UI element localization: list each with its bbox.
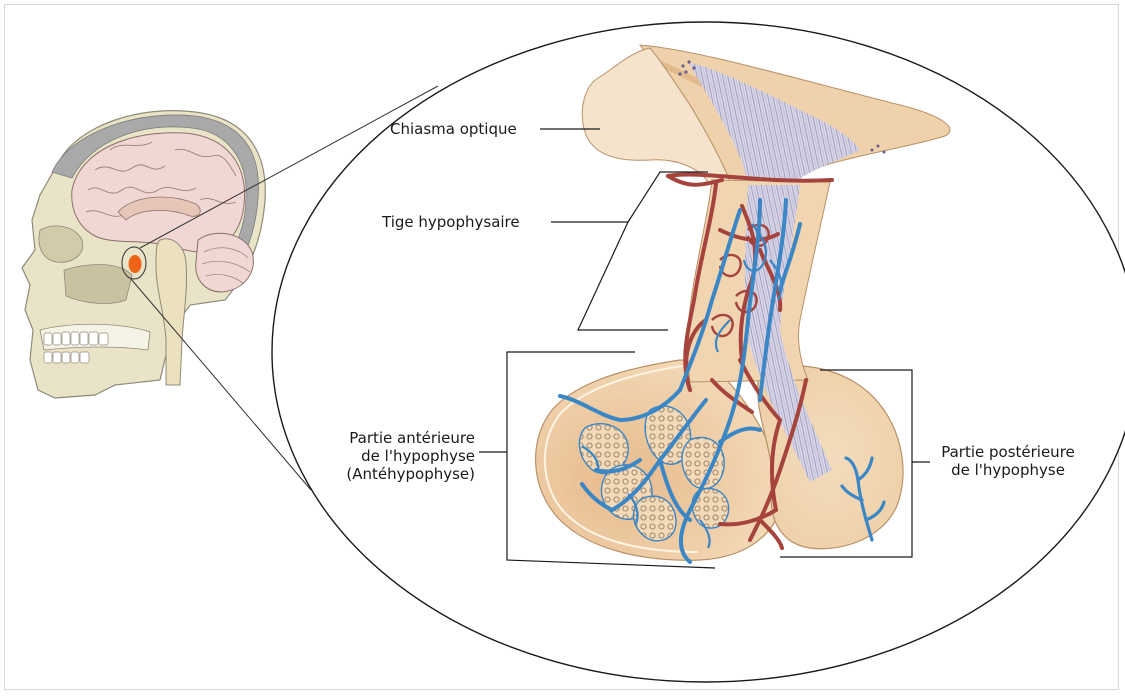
label-anterior-line3: (Antéhypophyse)	[346, 465, 475, 483]
cerebellum	[196, 233, 254, 292]
label-chiasma-optique: Chiasma optique	[390, 120, 517, 138]
nasal-cavity	[64, 265, 132, 304]
label-anterior-line1: Partie antérieure	[349, 429, 475, 447]
label-tige-hypophysaire: Tige hypophysaire	[381, 213, 520, 231]
pituitary-highlight	[129, 255, 142, 273]
label-posterior-line1: Partie postérieure	[941, 443, 1075, 461]
label-posterior-line2: de l'hypophyse	[951, 461, 1065, 479]
head-illustration	[22, 111, 265, 398]
label-anterior-line2: de l'hypophyse	[361, 447, 475, 465]
